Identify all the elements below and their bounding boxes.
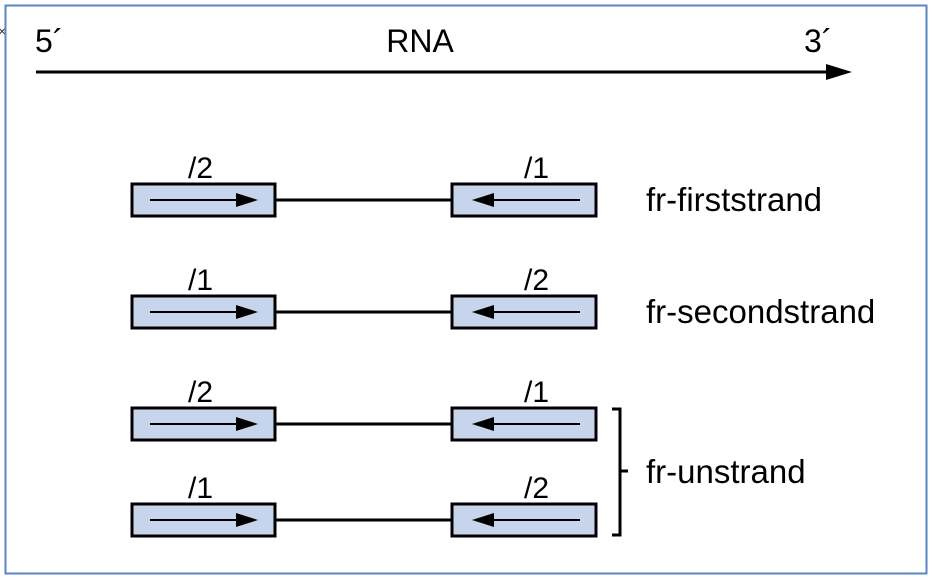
library-type-label: fr-secondstrand <box>646 293 875 330</box>
left-mate-label: /1 <box>188 264 213 297</box>
read-pair-row: /2/1 <box>130 376 598 442</box>
diagram-frame <box>4 4 928 575</box>
three-prime-label: 3´ <box>804 23 832 59</box>
left-mate-label: /2 <box>188 376 213 409</box>
right-mate-label: /2 <box>524 264 549 297</box>
rna-axis-arrowhead <box>826 64 852 80</box>
read-pair-row: /1/2 fr-secondstrand <box>130 264 875 330</box>
close-icon[interactable]: × <box>0 23 7 39</box>
right-mate-label: /1 <box>524 152 549 185</box>
group-label-fr-unstrand: fr-unstrand <box>646 453 806 490</box>
forward-arrow-head <box>236 513 258 527</box>
reverse-arrow-head <box>472 417 494 431</box>
right-mate-label: /2 <box>524 472 549 505</box>
library-type-label: fr-firststrand <box>646 181 822 218</box>
reverse-arrow-head <box>472 193 494 207</box>
forward-arrow-head <box>236 193 258 207</box>
reverse-arrow-head <box>472 305 494 319</box>
read-pair-row: /1/2 <box>130 472 598 538</box>
rna-title: RNA <box>386 23 454 59</box>
reverse-arrow-head <box>472 513 494 527</box>
left-mate-label: /1 <box>188 472 213 505</box>
read-pair-rows: /2/1fr-firststrand/1/2fr-secondstrand/2/… <box>130 152 875 538</box>
forward-arrow-head <box>236 305 258 319</box>
unstrand-bracket <box>612 407 628 537</box>
forward-arrow-head <box>236 417 258 431</box>
left-mate-label: /2 <box>188 152 213 185</box>
five-prime-label: 5´ <box>35 23 63 59</box>
read-pair-row: /2/1 fr-firststrand <box>130 152 822 218</box>
right-mate-label: /1 <box>524 376 549 409</box>
